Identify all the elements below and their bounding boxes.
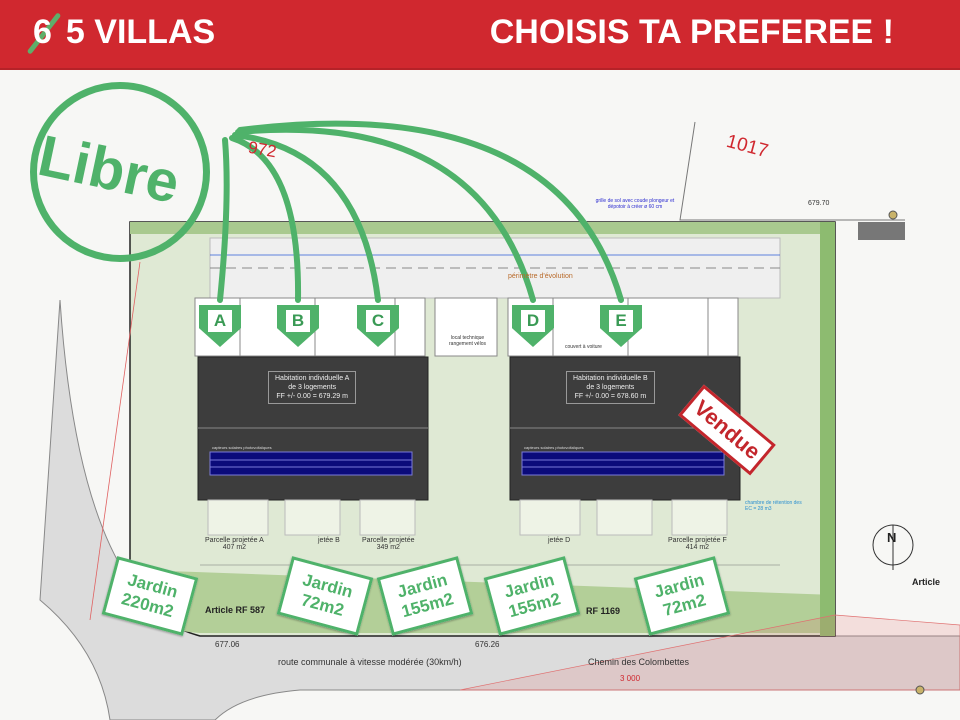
sight-line [89,261,141,621]
header-bar: 6 5 VILLAS CHOISIS TA PREFEREE ! [0,0,960,70]
drain-note: grille de sol avec coude plongeur et dép… [595,198,675,210]
terraces [207,499,728,536]
perimeter-label: périmètre d'évolution [508,273,573,280]
building-b-label: Habitation individuelle B de 3 logements… [566,371,655,404]
building-a-panels-label: capteurs solaires photovoltaïques [212,445,272,450]
villa-marker-b[interactable]: B [277,305,319,347]
villa-marker-c[interactable]: C [357,305,399,347]
villa-marker-a[interactable]: A [199,305,241,347]
neighbour-block [858,222,905,240]
article-587-label: Article RF 587 [205,605,266,615]
elevation-2: 676.26 [475,640,500,649]
old-count: 6 [33,13,52,51]
building-b-line2: de 3 logements [586,384,635,391]
chemin-label: Chemin des Colombettes [588,657,690,667]
libre-circle [30,82,210,262]
villas-count-title: 5 VILLAS [65,13,216,51]
villa-letter: A [208,310,232,332]
north-label: N [887,530,897,545]
villa-marker-d[interactable]: D [512,305,554,347]
building-b-line1: Habitation individuelle B [573,375,648,382]
choice-arrows [217,120,624,303]
courtyard [209,237,781,299]
building-a-line3: FF +/- 0.00 = 679.29 m [276,393,348,400]
hedge-top [130,222,835,234]
building-b-panels-label: capteurs solaires photovoltaïques [524,445,584,450]
building-b-line3: FF +/- 0.00 = 678.60 m [574,393,647,400]
dimension-3000: 3 000 [620,674,641,683]
parcelle-f-area: 414 m2 [685,544,710,551]
villa-marker-e[interactable]: E [600,305,642,347]
sight-triangle [459,614,960,691]
road-label: route communale à vitesse modérée (30km/… [278,657,462,667]
elevation-top: 679.70 [808,200,830,207]
parcelle-d-label: jetée D [548,537,571,544]
local-technique-label: local technique rangement vélos [449,335,486,347]
title-right: CHOISIS TA PREFEREE ! [489,13,894,51]
villa-letter: D [521,310,545,332]
parcelle-a-name: Parcelle projetée A [205,537,264,544]
solar-panels-b [521,451,725,476]
article-1169-label: RF 1169 [586,606,621,616]
crossed-out-count: 6 [26,12,62,55]
villa-letter: B [286,310,310,332]
parcelle-a-area: 407 m2 [222,544,247,551]
parcelle-b-label: jetée B [318,537,340,544]
villa-letter: C [366,310,390,332]
carport-label: couvert à voiture [565,344,602,350]
building-a-line2: de 3 logements [288,384,337,391]
elevation-1: 677.06 [215,640,240,649]
title-left: 6 5 VILLAS [26,12,216,55]
solar-panels-a [209,451,413,476]
article-right-label: Article [912,577,941,587]
parcelle-c-area: 349 m2 [376,544,400,551]
hedge-right [820,222,835,636]
building-a-label: Habitation individuelle A de 3 logements… [268,371,357,404]
parcelle-f-name: Parcelle projetée F [668,537,727,544]
retention-label: chambre de rétention des EC = 28 m3 [745,500,802,512]
parcel-boundary [679,121,905,221]
parcelle-c-name: Parcelle projetée [362,537,415,544]
building-a-line1: Habitation individuelle A [275,375,350,382]
villa-letter: E [609,310,633,332]
